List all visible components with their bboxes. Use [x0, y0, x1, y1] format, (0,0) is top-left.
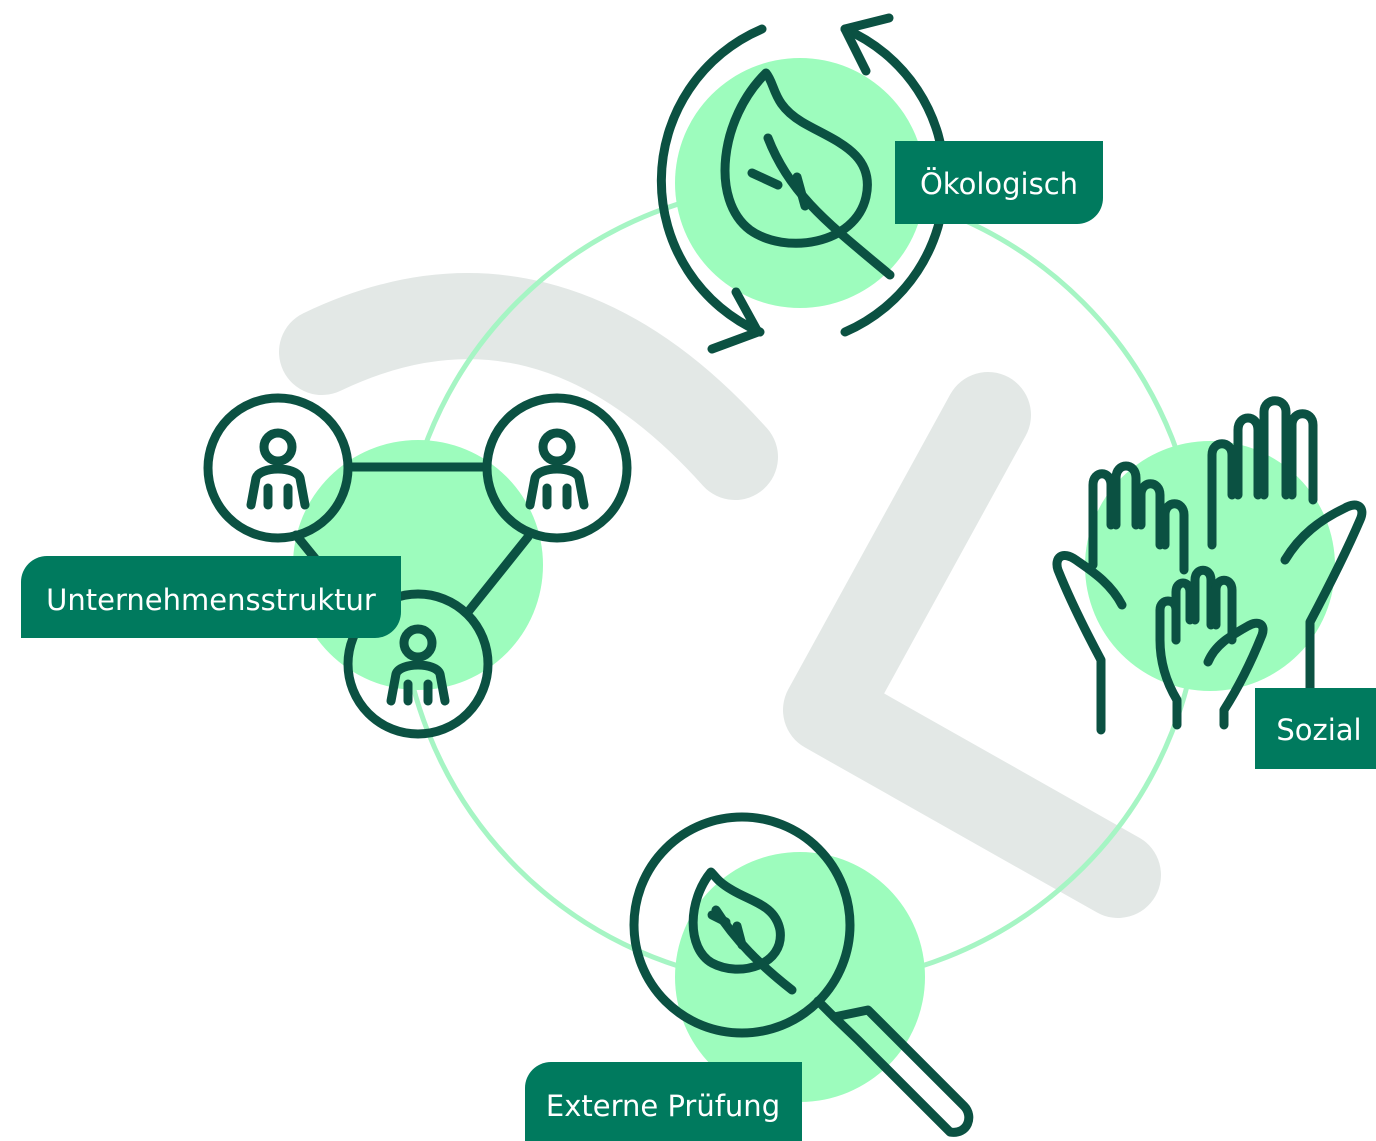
label-externe-pruefung-text: Externe Prüfung: [546, 1089, 780, 1123]
watermark-logo: [279, 273, 1161, 918]
label-sozial-text: Sozial: [1276, 713, 1361, 747]
label-oekologisch: Ökologisch: [895, 141, 1103, 224]
label-externe-pruefung: Externe Prüfung: [525, 1062, 802, 1141]
people-network-icon: [203, 393, 632, 739]
blob-sozial: [1085, 441, 1335, 691]
label-unternehmensstruktur-text: Unternehmensstruktur: [46, 583, 376, 617]
label-oekologisch-text: Ökologisch: [920, 167, 1078, 201]
magnifier-leaf-icon: [629, 812, 974, 1137]
raised-hands-icon: [1052, 396, 1367, 735]
label-sozial: Sozial: [1255, 688, 1376, 769]
label-unternehmensstruktur: Unternehmensstruktur: [21, 556, 401, 638]
